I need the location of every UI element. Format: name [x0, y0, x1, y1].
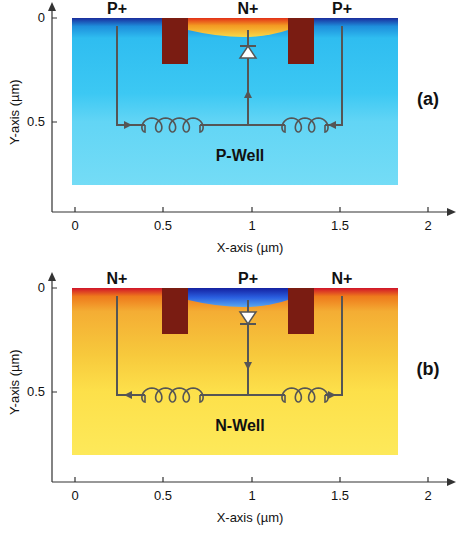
- panel-b: [48, 272, 456, 486]
- inductor-symbol: [142, 388, 203, 402]
- tick-label: 2: [424, 489, 431, 503]
- equivalent-circuit: [117, 26, 342, 125]
- coil-winding: [282, 388, 328, 402]
- tick-label: 1.5: [331, 219, 349, 233]
- axis-title: X-axis (µm): [217, 511, 284, 525]
- trench: [162, 288, 188, 334]
- trench: [288, 18, 314, 64]
- terminal-label: P+: [332, 0, 352, 18]
- coil-winding: [142, 388, 203, 402]
- panel-label: (b): [417, 360, 440, 380]
- terminal-label: N+: [332, 270, 353, 288]
- inductor-symbol: [282, 388, 328, 402]
- diode-symbol: [240, 312, 256, 324]
- tick-label: 0.5: [27, 385, 45, 399]
- tick-label: 0: [71, 489, 78, 503]
- tick-label: 0: [71, 219, 78, 233]
- axis-arrow: [447, 478, 456, 486]
- arrowhead: [124, 391, 132, 399]
- coil-winding: [282, 118, 328, 132]
- tick-label: 1: [248, 489, 255, 503]
- panel-label: (a): [417, 90, 439, 110]
- terminal-label: N+: [238, 0, 259, 18]
- diode-symbol: [240, 46, 256, 58]
- arrowhead: [244, 90, 252, 98]
- inductor-symbol: [142, 118, 203, 132]
- equivalent-circuit: [117, 296, 342, 395]
- n-well-region: [72, 288, 398, 455]
- inductor-symbol: [282, 118, 328, 132]
- terminal-label: P+: [238, 270, 258, 288]
- trench: [162, 18, 188, 64]
- tick-label: 1.5: [331, 489, 349, 503]
- n-plus-region: [188, 18, 288, 37]
- axis-arrow: [447, 208, 456, 216]
- tick-label: 2: [424, 219, 431, 233]
- arrowhead: [328, 121, 336, 129]
- axis-title: Y-axis (µm): [8, 79, 22, 145]
- p-plus-region: [188, 288, 288, 307]
- region-label: P-Well: [216, 147, 265, 165]
- axis-arrow: [48, 2, 56, 11]
- terminal-label: P+: [107, 0, 127, 18]
- arrowhead: [328, 391, 336, 399]
- p-well-region: [72, 18, 398, 185]
- terminal-label: N+: [107, 270, 128, 288]
- arrowhead: [124, 121, 132, 129]
- axis-title: X-axis (µm): [217, 241, 284, 255]
- arrowhead: [244, 362, 252, 370]
- tick-label: 0: [38, 11, 45, 25]
- axes: [52, 8, 448, 212]
- trench: [288, 288, 314, 334]
- tick-label: 0.5: [27, 115, 45, 129]
- region-label: N-Well: [215, 417, 264, 435]
- coil-winding: [142, 118, 203, 132]
- axis-arrow: [48, 272, 56, 281]
- axes: [52, 278, 448, 482]
- tick-label: 0: [38, 281, 45, 295]
- panel-a: [48, 2, 456, 216]
- tick-label: 0.5: [154, 489, 172, 503]
- tick-label: 0.5: [154, 219, 172, 233]
- axis-title: Y-axis (µm): [8, 349, 22, 415]
- tick-label: 1: [248, 219, 255, 233]
